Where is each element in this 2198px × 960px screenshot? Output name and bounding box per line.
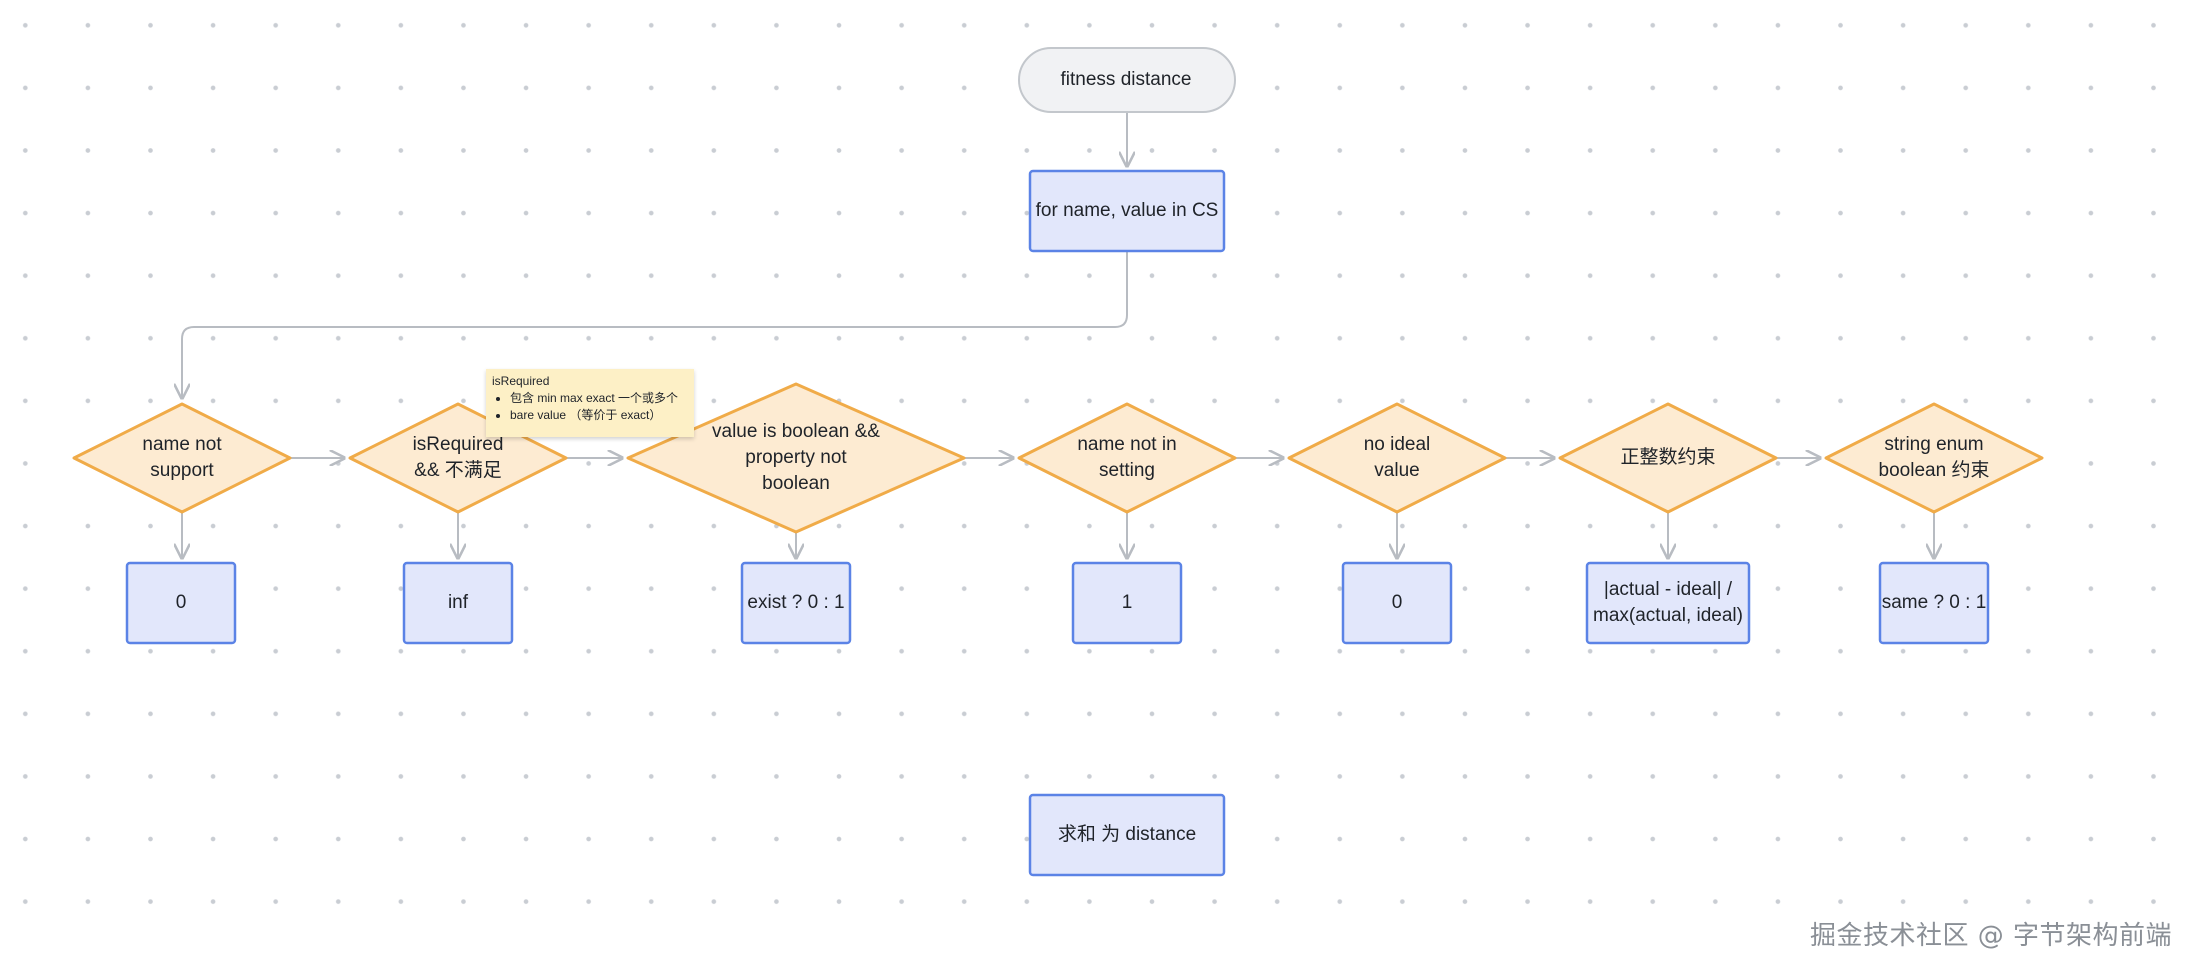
- watermark: 掘金技术社区 @ 字节架构前端: [1809, 921, 2172, 951]
- end-process-shape: [1028, 793, 1226, 877]
- result-shape: [125, 561, 237, 645]
- edges: [182, 112, 1934, 558]
- result-shape: [1341, 561, 1453, 645]
- loop-process-shape: [1028, 169, 1226, 253]
- result-shape: [1071, 561, 1183, 645]
- shapes: [72, 47, 2044, 877]
- comment-note-item: 包含 min max exact 一个或多个: [510, 390, 688, 407]
- decision-shape: [1558, 402, 1778, 514]
- edge-loop-to-first-decision: [182, 251, 1128, 398]
- decision-shape: [1824, 402, 2044, 514]
- result-shape: [1878, 561, 1990, 645]
- decision-shape: [72, 402, 292, 514]
- decision-shape: [1017, 402, 1237, 514]
- result-shape: [402, 561, 514, 645]
- comment-note-item: bare value （等价于 exact）: [510, 407, 688, 424]
- start-terminal-shape: [1018, 47, 1236, 113]
- comment-note[interactable]: isRequired 包含 min max exact 一个或多个 bare v…: [486, 369, 694, 437]
- decision-shape: [1287, 402, 1507, 514]
- result-shape: [740, 561, 852, 645]
- comment-note-list: 包含 min max exact 一个或多个 bare value （等价于 e…: [492, 390, 688, 424]
- comment-note-title: isRequired: [492, 374, 550, 388]
- result-shape: [1585, 561, 1751, 645]
